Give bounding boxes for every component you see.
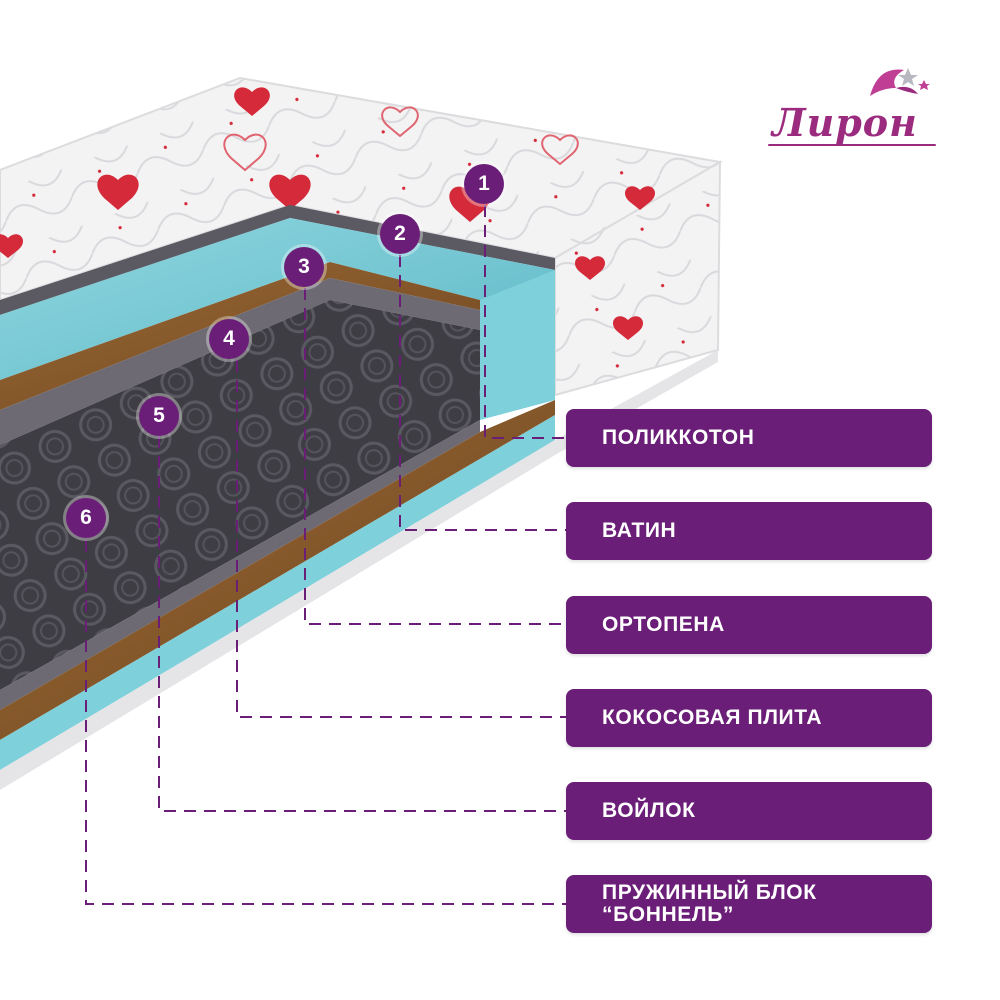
brand-logo-underline [768,144,936,146]
layer-label-text: ВАТИН [602,519,677,542]
layer-label-5: ВОЙЛОК [566,782,932,840]
layer-badge-5: 5 [139,396,179,436]
layer-badge-4: 4 [209,319,249,359]
layer-label-text: ПРУЖИННЫЙ БЛОК “БОННЕЛЬ” [602,881,817,926]
layer-label-1: ПОЛИККОТОН [566,409,932,467]
layer-label-text: ОРТОПЕНА [602,613,725,636]
brand-logo: Лирон [760,60,940,150]
layer-spring-block [0,300,480,690]
layer-label-4: КОКОСОВАЯ ПЛИТА [566,689,932,747]
layer-badge-6: 6 [66,498,106,538]
brand-logo-text: Лирон [772,100,918,145]
layer-foam-bottom [0,415,555,770]
layer-felt-bottom [0,420,480,710]
layer-badge-2: 2 [380,214,420,254]
layer-coconut-bottom [0,400,555,740]
heart-outline-pattern [223,106,579,172]
layer-label-text: КОКОСОВАЯ ПЛИТА [602,706,823,729]
layer-foam-inner [0,218,555,400]
leader-lines [85,205,566,905]
layer-label-text: ВОЙЛОК [602,799,696,822]
heart-pattern [0,87,656,340]
layer-side-bottom [0,350,718,790]
bird-star-icon [870,68,930,96]
layer-badge-1: 1 [464,164,504,204]
layer-badge-3: 3 [284,247,324,287]
layer-label-text: ПОЛИККОТОН [602,426,755,449]
layer-label-2: ВАТИН [566,502,932,560]
layer-foam-front [480,270,555,420]
layer-label-6: ПРУЖИННЫЙ БЛОК “БОННЕЛЬ” [566,875,932,933]
layer-label-3: ОРТОПЕНА [566,596,932,654]
